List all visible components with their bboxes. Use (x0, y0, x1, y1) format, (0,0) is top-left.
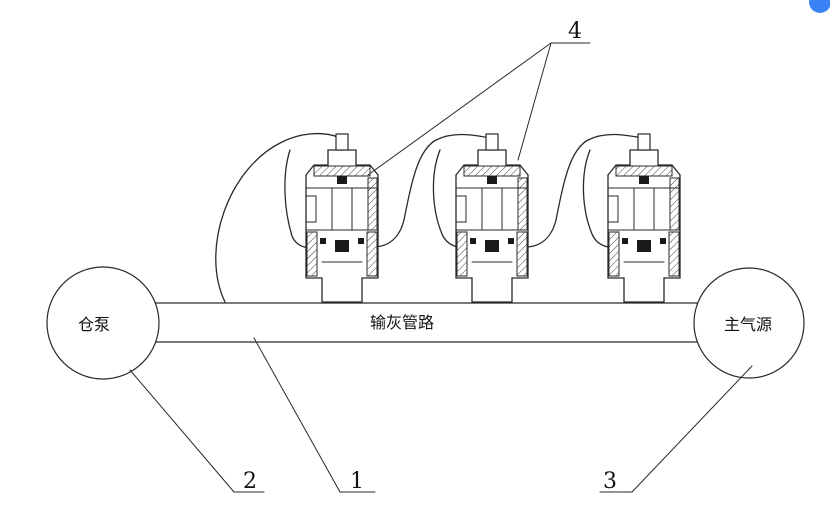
valve-2 (455, 133, 529, 303)
callout-4: 4 (568, 19, 582, 44)
leader-lines (129, 42, 753, 493)
callout-3: 3 (603, 469, 617, 494)
pump: 仓泵 (46, 266, 160, 380)
air-source: 主气源 (693, 267, 805, 379)
pipeline (153, 302, 706, 343)
corner-badge[interactable] (809, 0, 830, 13)
control-tubing (215, 132, 643, 303)
valve-group (305, 133, 681, 303)
callout-1: 1 (350, 469, 364, 494)
valve-1 (305, 133, 379, 303)
pump-label: 仓泵 (78, 315, 110, 334)
callout-2: 2 (243, 469, 257, 494)
air-source-label: 主气源 (724, 315, 772, 334)
pipeline-label: 输灰管路 (370, 313, 434, 332)
valve-3 (607, 133, 681, 303)
